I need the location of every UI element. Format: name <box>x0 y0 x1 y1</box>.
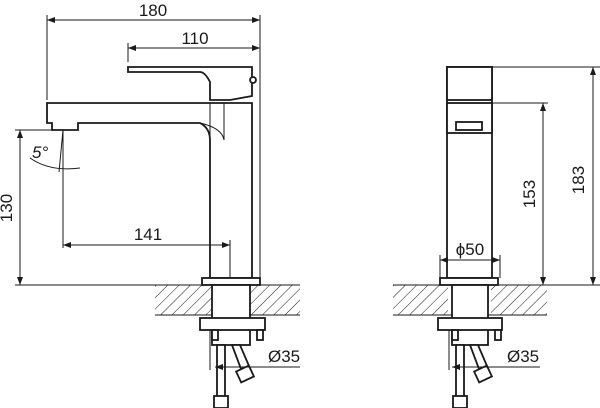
dim-angle-5: 5° <box>32 143 48 162</box>
faucet-body <box>46 102 253 279</box>
handle-lever <box>127 66 253 101</box>
mounting-plate <box>199 317 266 331</box>
dim-shank-35-front: Ø35 <box>507 347 539 366</box>
base-flange-front <box>439 277 499 286</box>
dim-183: 183 <box>569 166 588 194</box>
dim-shank-35-side: Ø35 <box>268 347 300 366</box>
side-view: 180 110 130 141 5° Ø35 <box>0 1 300 408</box>
shank <box>211 284 251 346</box>
dim-110: 110 <box>181 29 208 48</box>
aerator-front <box>455 121 483 131</box>
dim-base-50: ϕ50 <box>456 240 484 259</box>
countertop-left <box>155 285 212 315</box>
countertop-right <box>250 285 300 315</box>
handle-front <box>446 66 493 101</box>
dim-130: 130 <box>0 194 16 222</box>
dim-180: 180 <box>139 1 167 20</box>
base-flange <box>201 277 261 286</box>
dim-153: 153 <box>520 180 539 208</box>
dim-141: 141 <box>134 225 162 244</box>
mounting-plate-front <box>437 317 503 331</box>
front-view: 183 153 ϕ50 Ø35 <box>393 66 600 408</box>
countertop-right-front <box>491 285 547 315</box>
countertop-left-front <box>393 285 448 315</box>
